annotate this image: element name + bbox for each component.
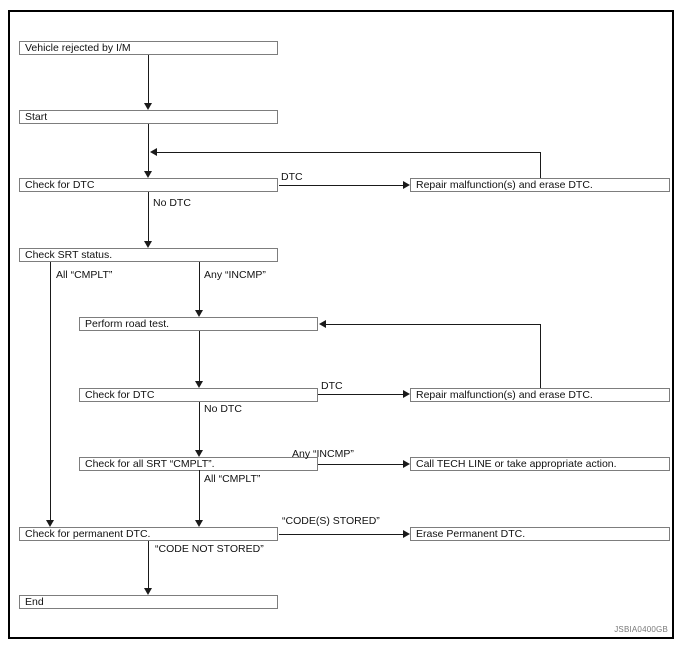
connector-permanent-to-end xyxy=(148,541,149,588)
node-check-all-srt-cmplt: Check for all SRT “CMPLT”. xyxy=(79,457,318,471)
arrowhead-allcmplt2-into-permanent xyxy=(195,520,203,527)
label-all-cmplt-2: All “CMPLT” xyxy=(204,473,261,485)
label-codes-stored: “CODE(S) STORED” xyxy=(282,515,380,527)
node-call-tech-line: Call TECH LINE or take appropriate actio… xyxy=(410,457,670,471)
label-no-dtc-2: No DTC xyxy=(204,403,242,415)
connector-codesstored-to-erase xyxy=(279,534,403,535)
connector-anyincmp2-to-techline xyxy=(318,464,403,465)
arrowhead-into-end xyxy=(144,588,152,595)
connector-repair2-feedback-horizontal xyxy=(325,324,541,325)
label-any-incmp-2: Any “INCMP” xyxy=(292,448,354,460)
connector-start-to-checkdtc1 xyxy=(148,124,149,171)
connector-allcmplt2-to-permanent xyxy=(199,470,200,520)
arrowhead-into-checkdtc2 xyxy=(195,381,203,388)
arrowhead-into-repair2 xyxy=(403,390,410,398)
connector-repair1-feedback-horizontal xyxy=(156,152,541,153)
node-end: End xyxy=(19,595,278,609)
node-check-permanent-dtc: Check for permanent DTC. xyxy=(19,527,278,541)
arrowhead-into-techline xyxy=(403,460,410,468)
arrowhead-into-checkallsrt xyxy=(195,450,203,457)
connector-roadtest-to-checkdtc2 xyxy=(199,331,200,381)
figure-id: JSBIA0400GB xyxy=(614,625,668,634)
node-check-dtc-1: Check for DTC xyxy=(19,178,278,192)
label-all-cmplt-1: All “CMPLT” xyxy=(56,269,113,281)
connector-repair1-feedback-vertical xyxy=(540,152,541,178)
node-erase-permanent-dtc: Erase Permanent DTC. xyxy=(410,527,670,541)
arrowhead-into-start xyxy=(144,103,152,110)
arrowhead-into-checkdtc1 xyxy=(144,171,152,178)
label-any-incmp-1: Any “INCMP” xyxy=(204,269,266,281)
node-check-dtc-2: Check for DTC xyxy=(79,388,318,402)
arrowhead-into-repair1 xyxy=(403,181,410,189)
arrowhead-into-roadtest xyxy=(195,310,203,317)
connector-dtc1-to-repair1 xyxy=(279,185,403,186)
arrowhead-repair1-feedback xyxy=(150,148,157,156)
label-dtc-1: DTC xyxy=(281,171,303,183)
node-repair-erase-dtc-2: Repair malfunction(s) and erase DTC. xyxy=(410,388,670,402)
arrowhead-allcmplt1-into-permanent xyxy=(46,520,54,527)
connector-nodtc1-to-checksrt xyxy=(148,192,149,241)
arrowhead-into-erase-permanent xyxy=(403,530,410,538)
node-vehicle-rejected: Vehicle rejected by I/M xyxy=(19,41,278,55)
label-code-not-stored: “CODE NOT STORED” xyxy=(155,543,264,555)
connector-dtc2-to-repair2 xyxy=(318,394,403,395)
node-check-srt-status: Check SRT status. xyxy=(19,248,278,262)
connector-repair2-feedback-vertical xyxy=(540,324,541,388)
connector-allcmplt1-to-permanent xyxy=(50,262,51,520)
label-no-dtc-1: No DTC xyxy=(153,197,191,209)
node-repair-erase-dtc-1: Repair malfunction(s) and erase DTC. xyxy=(410,178,670,192)
label-dtc-2: DTC xyxy=(321,380,343,392)
arrowhead-into-checksrt xyxy=(144,241,152,248)
node-perform-road-test: Perform road test. xyxy=(79,317,318,331)
arrowhead-repair2-feedback xyxy=(319,320,326,328)
connector-anyincmp1-to-roadtest xyxy=(199,262,200,310)
diagram-border xyxy=(8,10,674,639)
connector-nodtc2-to-checkallsrt xyxy=(199,402,200,450)
node-start: Start xyxy=(19,110,278,124)
connector-vehicle-to-start xyxy=(148,55,149,103)
